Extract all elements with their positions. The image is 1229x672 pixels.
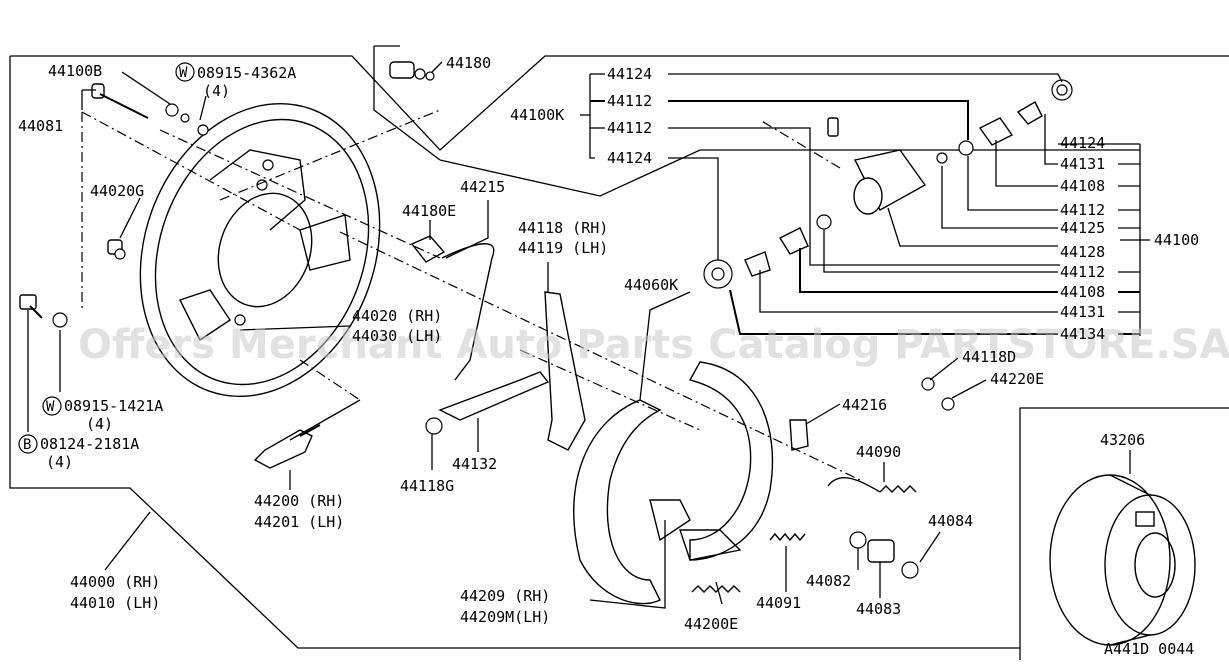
- w-symbol-circle-1: [175, 62, 195, 82]
- label-44131-a: 44131: [1060, 155, 1105, 173]
- label-44084: 44084: [928, 512, 973, 530]
- label-44112-c: 44112: [1060, 201, 1105, 219]
- label-44112-a: 44112: [607, 92, 652, 110]
- label-44132: 44132: [452, 455, 497, 473]
- label-44108-b: 44108: [1060, 283, 1105, 301]
- label-44180E: 44180E: [402, 202, 456, 220]
- symbols: W W B: [18, 62, 195, 454]
- label-44118-rh: 44118 (RH): [518, 219, 608, 237]
- label-44112-d: 44112: [1060, 263, 1105, 281]
- label-44100B: 44100B: [48, 62, 102, 80]
- w-symbol-1: W: [179, 65, 188, 81]
- left-hardware: [19, 83, 321, 469]
- label-44083: 44083: [856, 600, 901, 618]
- label-44108-a: 44108: [1060, 177, 1105, 195]
- label-08124-2181A: 08124-2181A: [40, 435, 139, 453]
- b-symbol-circle: [18, 434, 38, 454]
- part-labels: 44100B 08915-4362A (4) 44180 44081 44100…: [18, 54, 1199, 658]
- label-08915-4362A: 08915-4362A: [197, 64, 296, 82]
- frame-lines: [9, 45, 1229, 660]
- label-44118D: 44118D: [962, 348, 1016, 366]
- label-44090: 44090: [856, 443, 901, 461]
- label-44124-c: 44124: [1060, 134, 1105, 152]
- label-44134: 44134: [1060, 325, 1105, 343]
- label-44010-lh: 44010 (LH): [70, 594, 160, 612]
- label-44124-a: 44124: [607, 65, 652, 83]
- label-44128: 44128: [1060, 243, 1105, 261]
- label-44119-lh: 44119 (LH): [518, 239, 608, 257]
- brake-shoes: [573, 361, 774, 605]
- label-44200-rh: 44200 (RH): [254, 492, 344, 510]
- label-44201-lh: 44201 (LH): [254, 513, 344, 531]
- w-symbol-circle-2: [42, 396, 62, 416]
- label-44020-rh: 44020 (RH): [352, 307, 442, 325]
- label-44209M-lh: 44209M(LH): [460, 608, 550, 626]
- adjuster-parts: [389, 61, 586, 451]
- label-44124-b: 44124: [607, 149, 652, 167]
- leader-lines: [27, 61, 1150, 609]
- label-44091: 44091: [756, 594, 801, 612]
- label-44200E: 44200E: [684, 615, 738, 633]
- label-44118G: 44118G: [400, 477, 454, 495]
- label-44100K: 44100K: [510, 106, 564, 124]
- figure-code: A441D 0044: [1104, 640, 1194, 658]
- brake-drum: [1049, 474, 1196, 646]
- label-44215: 44215: [460, 178, 505, 196]
- label-44112-b: 44112: [607, 119, 652, 137]
- label-44100: 44100: [1154, 231, 1199, 249]
- label-08124-2181A-qty: (4): [46, 453, 73, 471]
- label-43206: 43206: [1100, 431, 1145, 449]
- label-44209-rh: 44209 (RH): [460, 587, 550, 605]
- label-44131-b: 44131: [1060, 303, 1105, 321]
- label-08915-4362A-qty: (4): [203, 82, 230, 100]
- label-44125: 44125: [1060, 219, 1105, 237]
- b-symbol: B: [23, 437, 31, 453]
- label-44220E: 44220E: [990, 370, 1044, 388]
- label-08915-1421A-qty: (4): [86, 415, 113, 433]
- label-44082: 44082: [806, 572, 851, 590]
- label-44000-rh: 44000 (RH): [70, 573, 160, 591]
- label-44216: 44216: [842, 396, 887, 414]
- label-44180: 44180: [446, 54, 491, 72]
- w-symbol-2: W: [46, 399, 55, 415]
- label-44020G: 44020G: [90, 182, 144, 200]
- backing-plate: [139, 102, 381, 398]
- watermark: Offers Merchant Auto Parts Catalog PARTS…: [78, 322, 1229, 368]
- label-44030-lh: 44030 (LH): [352, 327, 442, 345]
- assembly-lines: [81, 109, 861, 481]
- label-44060K: 44060K: [624, 276, 678, 294]
- label-44081: 44081: [18, 117, 63, 135]
- springs: [691, 377, 955, 593]
- label-08915-1421A: 08915-1421A: [64, 397, 163, 415]
- wheel-cylinder: [703, 79, 1073, 289]
